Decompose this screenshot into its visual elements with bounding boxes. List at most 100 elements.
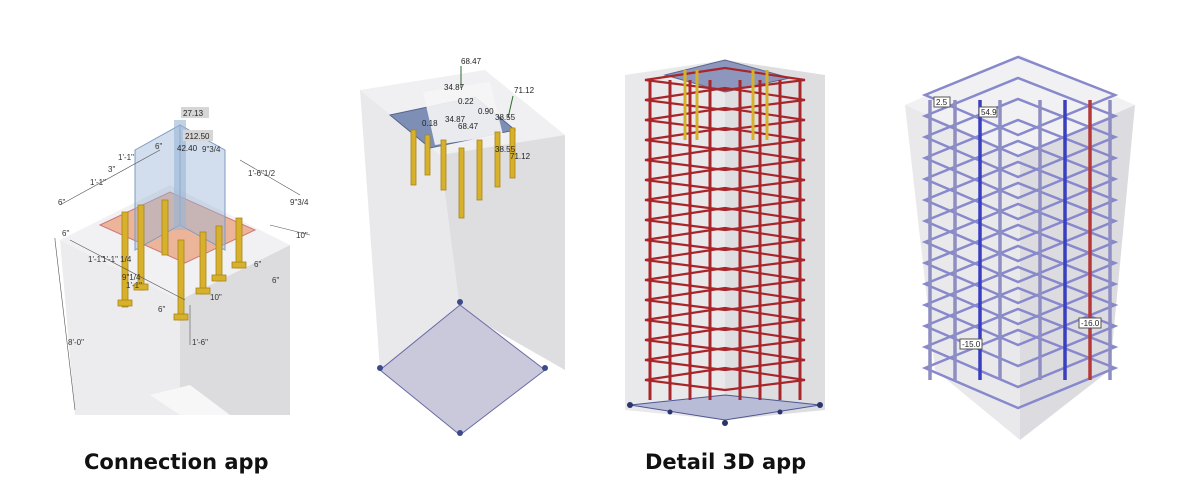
load-value: 38.55	[495, 113, 516, 122]
stress-label-box	[1078, 317, 1102, 329]
anchor-load-view: 68.47 34.87 0.22 0.90 71.12 0.18 34.87 6…	[355, 0, 565, 440]
rebar-cage-view	[615, 0, 835, 440]
load-value: 0.90	[478, 107, 494, 116]
stirrup	[644, 246, 806, 272]
stirrup	[921, 160, 1119, 242]
dimension-label: 6"	[254, 260, 261, 269]
stress-label-box	[959, 338, 983, 350]
dimension-label: 1'-1"	[90, 178, 106, 187]
load-result-area	[423, 82, 503, 145]
column-notch	[150, 385, 230, 415]
rebar-cage-drawing	[625, 59, 825, 426]
dimension-label: 9"1/4	[122, 273, 141, 282]
dimension-label: 6"	[155, 142, 162, 151]
stirrup	[921, 307, 1119, 389]
connection-view-drawing: 27.13 212.50 42.40 1'-1" 3" 1'-1" 6" 9"3…	[54, 107, 311, 415]
stress-result-drawing: 2.5 54.9 -16.0 -15.0	[905, 55, 1135, 440]
load-value: 71.12	[510, 152, 531, 161]
load-value: 0.18	[422, 119, 438, 128]
stress-label-box	[978, 106, 998, 118]
stirrup	[644, 146, 806, 172]
load-value: 34.87	[444, 83, 465, 92]
stress-value: 54.9	[981, 108, 997, 117]
stirrups	[921, 55, 1119, 410]
column-left-face	[905, 105, 1020, 440]
stirrup	[921, 202, 1119, 284]
load-value: 38.55	[495, 145, 516, 154]
stirrup	[921, 181, 1119, 263]
result-label-box	[181, 107, 209, 118]
dimension-label: 10"	[210, 293, 222, 302]
result-label-box	[183, 130, 213, 141]
column-left-face	[360, 90, 460, 370]
stress-value: -15.0	[962, 340, 981, 349]
longitudinal-bars	[928, 100, 1112, 380]
column-left-face	[60, 240, 180, 415]
dimension-label: 1'-1"	[126, 281, 142, 290]
load-values: 68.47 34.87 0.22 0.90 71.12 0.18 34.87 6…	[422, 57, 535, 161]
dimension-label: 9"3/4	[290, 198, 309, 207]
stirrup	[921, 244, 1119, 326]
dimension-label: 8'-0"	[68, 338, 84, 347]
load-value: 68.47	[461, 57, 482, 66]
stirrup	[644, 186, 806, 212]
support-nodes	[377, 299, 548, 436]
support-nodes	[627, 402, 823, 426]
stirrup	[644, 366, 806, 392]
stirrup	[644, 266, 806, 292]
dimension-label: 1'-1"	[118, 153, 134, 162]
connection-app-caption: Connection app	[84, 450, 269, 474]
anchor-rods	[117, 199, 247, 321]
dimension-label: 6"	[62, 229, 69, 238]
dimension-lines	[54, 149, 311, 411]
stirrup	[644, 166, 806, 192]
column-right-face	[440, 135, 565, 370]
anchor-load-drawing: 68.47 34.87 0.22 0.90 71.12 0.18 34.87 6…	[360, 57, 565, 436]
dimension-label: 3"	[108, 165, 115, 174]
stirrup	[921, 286, 1119, 368]
load-arrows	[460, 66, 514, 119]
stress-value: 2.5	[936, 98, 948, 107]
dimension-label: 6"	[158, 305, 165, 314]
stirrup	[921, 76, 1119, 158]
dimension-labels: 1'-1" 3" 1'-1" 6" 9"3/4 1'-6"1/2 9"3/4 6…	[58, 142, 309, 347]
dimension-label: 10"	[296, 231, 308, 240]
longitudinal-bars	[648, 70, 802, 400]
stirrup	[644, 306, 806, 332]
dimension-label: 1'-6"1/2	[248, 169, 276, 178]
stress-value: -16.0	[1081, 319, 1100, 328]
stirrup	[921, 139, 1119, 221]
stirrup	[921, 223, 1119, 305]
anchor-rods	[410, 127, 516, 219]
result-label: 27.13	[183, 109, 204, 118]
dimension-label: 1'-1"	[88, 255, 104, 264]
stress-labels: 2.5 54.9 -16.0 -15.0	[933, 96, 1102, 350]
result-label: 42.40	[177, 144, 198, 153]
dimension-label: 1'-1" 1/4	[102, 255, 132, 264]
dimension-label: 6"	[272, 276, 279, 285]
stirrup	[644, 346, 806, 372]
stirrup	[921, 265, 1119, 347]
detail-3d-app-caption: Detail 3D app	[645, 450, 807, 474]
stirrup	[644, 206, 806, 232]
column-right-face	[180, 245, 290, 415]
stirrup	[644, 326, 806, 352]
stirrup	[921, 118, 1119, 200]
stirrup	[644, 286, 806, 312]
stirrup	[644, 226, 806, 252]
dimension-label: 1'-6"	[192, 338, 208, 347]
dimension-label: 6"	[58, 198, 65, 207]
stirrup	[921, 328, 1119, 410]
result-labels: 27.13 212.50 42.40	[177, 107, 213, 153]
column-right-face	[1020, 105, 1135, 440]
dimension-label: 9"3/4	[202, 145, 221, 154]
result-label: 212.50	[185, 132, 210, 141]
load-value: 0.22	[458, 97, 474, 106]
stress-result-view: 2.5 54.9 -16.0 -15.0	[900, 0, 1140, 440]
load-value: 71.12	[514, 86, 535, 95]
load-value: 68.47	[458, 122, 479, 131]
load-value: 34.87	[445, 115, 466, 124]
stress-label-box	[933, 96, 951, 108]
stirrup	[921, 55, 1119, 137]
connection-view: 27.13 212.50 42.40 1'-1" 3" 1'-1" 6" 9"3…	[40, 0, 320, 430]
